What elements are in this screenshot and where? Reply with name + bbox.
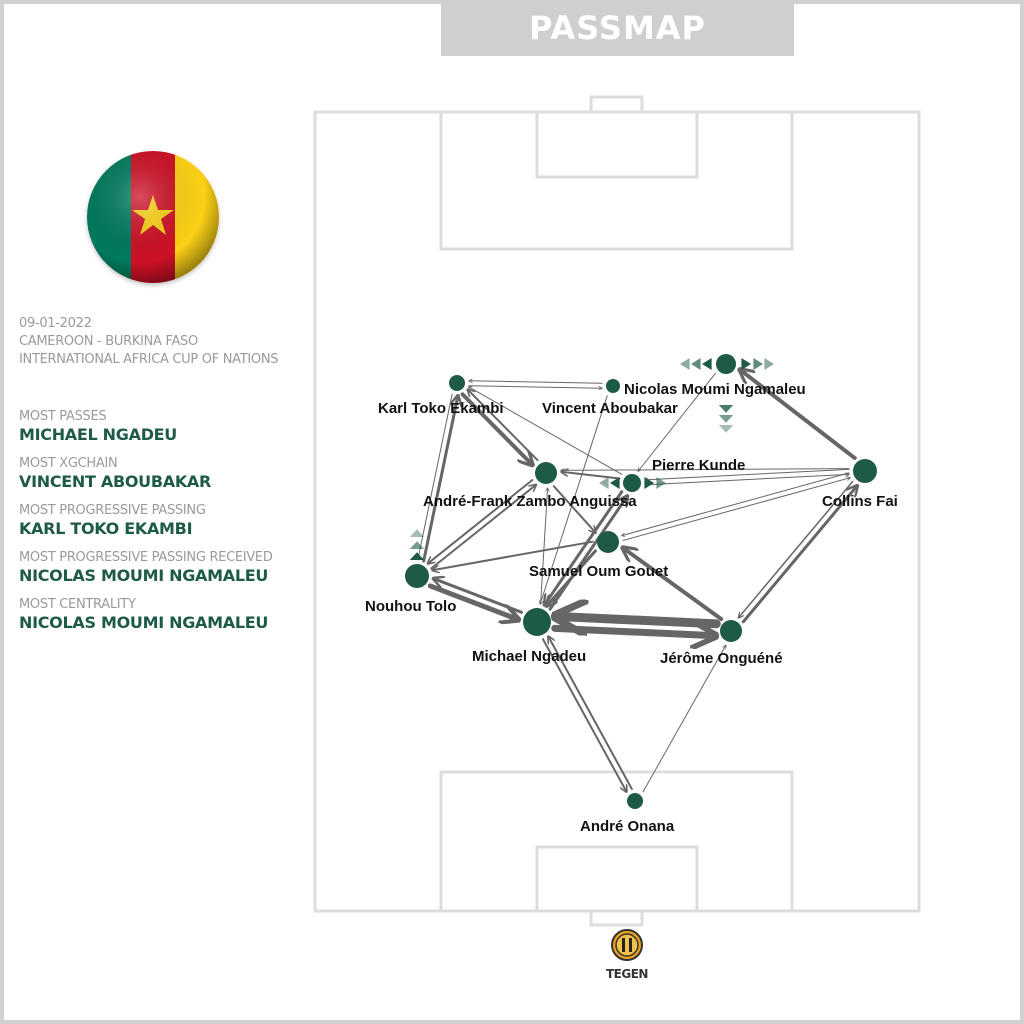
pass-edges bbox=[418, 369, 858, 792]
player-label: Nouhou Tolo bbox=[365, 598, 456, 615]
pass-edge bbox=[422, 395, 458, 563]
player-node[interactable] bbox=[716, 354, 736, 374]
player-label: André-Frank Zambo Anguissa bbox=[423, 493, 637, 510]
bottom-penalty-box bbox=[439, 770, 794, 913]
pass-edge bbox=[468, 385, 603, 389]
pass-edge bbox=[560, 468, 850, 471]
pass-edge bbox=[540, 488, 548, 605]
player-label: Pierre Kunde bbox=[652, 457, 745, 474]
pass-edge bbox=[561, 472, 621, 480]
11tegen11-logo-icon bbox=[611, 929, 643, 961]
pass-edge bbox=[548, 496, 628, 611]
top-penalty-box bbox=[439, 110, 794, 251]
pass-edge bbox=[540, 395, 608, 604]
direction-triangle-icon bbox=[691, 358, 701, 370]
pass-edge bbox=[427, 583, 518, 620]
pass-edge bbox=[428, 479, 534, 564]
player-node[interactable] bbox=[523, 608, 551, 636]
direction-triangle-icon bbox=[680, 358, 690, 370]
player-node[interactable] bbox=[535, 462, 557, 484]
pass-edge bbox=[430, 485, 536, 570]
player-node[interactable] bbox=[853, 459, 877, 483]
pass-edge bbox=[546, 549, 597, 606]
pitch-lines bbox=[313, 95, 921, 927]
pass-edge bbox=[469, 387, 623, 475]
pass-edge bbox=[551, 628, 720, 635]
direction-triangle-icon bbox=[610, 477, 620, 489]
pass-edge bbox=[622, 548, 724, 621]
player-node[interactable] bbox=[597, 531, 619, 553]
pass-edge bbox=[740, 369, 857, 461]
pass-edge bbox=[622, 478, 850, 541]
player-label: Vincent Aboubakar bbox=[542, 400, 678, 417]
stats-list: MOST PASSES MICHAEL NGADEU MOST XGCHAIN … bbox=[19, 408, 273, 643]
direction-triangle-icon bbox=[702, 358, 712, 370]
player-label: André Onana bbox=[580, 818, 675, 835]
pass-edge bbox=[542, 638, 627, 792]
pass-edge bbox=[622, 472, 850, 536]
direction-triangle-icon bbox=[718, 405, 734, 413]
bottom-goal bbox=[589, 909, 644, 927]
pass-edge bbox=[460, 392, 533, 465]
direction-triangle-icon bbox=[718, 415, 734, 423]
player-node[interactable] bbox=[720, 620, 742, 642]
pass-edge bbox=[418, 393, 453, 560]
player-label: Michael Ngadeu bbox=[472, 648, 586, 665]
match-fixture: CAMEROON - BURKINA FASO bbox=[19, 334, 198, 349]
pass-edge bbox=[739, 480, 854, 618]
direction-triangle-icon bbox=[409, 552, 425, 560]
pass-edge bbox=[552, 485, 596, 533]
stat-most-passes: MOST PASSES MICHAEL NGADEU bbox=[19, 409, 177, 444]
direction-triangle-icon bbox=[644, 477, 654, 489]
direction-triangle-icon bbox=[656, 477, 666, 489]
pass-edge bbox=[432, 540, 594, 571]
pass-edge bbox=[638, 372, 716, 471]
pass-edge bbox=[468, 381, 603, 384]
direction-triangle-icon bbox=[599, 477, 609, 489]
match-info: 09-01-2022 CAMEROON - BURKINA FASO INTER… bbox=[19, 315, 279, 369]
player-node[interactable] bbox=[405, 564, 429, 588]
player-label: Samuel Oum Gouet bbox=[529, 563, 668, 580]
player-node[interactable] bbox=[606, 379, 620, 393]
direction-triangle-icon bbox=[409, 541, 425, 549]
top-goal bbox=[589, 95, 644, 114]
pass-edge bbox=[550, 616, 721, 623]
direction-triangle-icon bbox=[764, 358, 774, 370]
stat-most-xgchain: MOST XGCHAIN VINCENT ABOUBAKAR bbox=[19, 456, 212, 491]
player-label: Nicolas Moumi Ngamaleu bbox=[624, 381, 806, 398]
pass-edge bbox=[741, 486, 857, 624]
cameroon-flag-icon bbox=[87, 151, 219, 283]
bottom-goal-box bbox=[535, 845, 699, 913]
player-node[interactable] bbox=[627, 793, 643, 809]
page-title: PASSMAP bbox=[441, 0, 794, 56]
player-label: Jérôme Onguéné bbox=[660, 650, 783, 667]
player-node[interactable] bbox=[449, 375, 465, 391]
pass-edge bbox=[644, 474, 849, 486]
pass-edge bbox=[468, 389, 539, 462]
pass-edge bbox=[642, 645, 726, 793]
brand-logo: TEGEN bbox=[592, 928, 662, 981]
player-nodes bbox=[405, 354, 877, 809]
stat-most-progressive-received: MOST PROGRESSIVE PASSING RECEIVED NICOLA… bbox=[19, 550, 273, 585]
direction-triangle-icon bbox=[409, 529, 425, 537]
player-label: Collins Fai bbox=[822, 493, 898, 510]
logo-text: TEGEN bbox=[606, 967, 648, 981]
pass-edge bbox=[548, 636, 633, 791]
stat-most-centrality: MOST CENTRALITY NICOLAS MOUMI NGAMALEU bbox=[19, 597, 269, 632]
pass-edge bbox=[433, 578, 523, 614]
direction-triangle-icon bbox=[753, 358, 763, 370]
pass-edge bbox=[544, 490, 624, 605]
stat-most-progressive-passing: MOST PROGRESSIVE PASSING KARL TOKO EKAMB… bbox=[19, 503, 206, 538]
player-labels: Karl Toko Ekambi Vincent Aboubakar Nicolas… bbox=[365, 381, 898, 835]
match-date: 09-01-2022 bbox=[19, 316, 92, 331]
pass-edge bbox=[645, 468, 850, 480]
top-goal-box bbox=[535, 110, 699, 179]
direction-triangle-icon bbox=[741, 358, 751, 370]
player-label: Karl Toko Ekambi bbox=[378, 400, 504, 417]
direction-triangle-icon bbox=[718, 425, 734, 433]
player-node[interactable] bbox=[623, 474, 641, 492]
match-competition: INTERNATIONAL AFRICA CUP OF NATIONS bbox=[19, 352, 279, 367]
